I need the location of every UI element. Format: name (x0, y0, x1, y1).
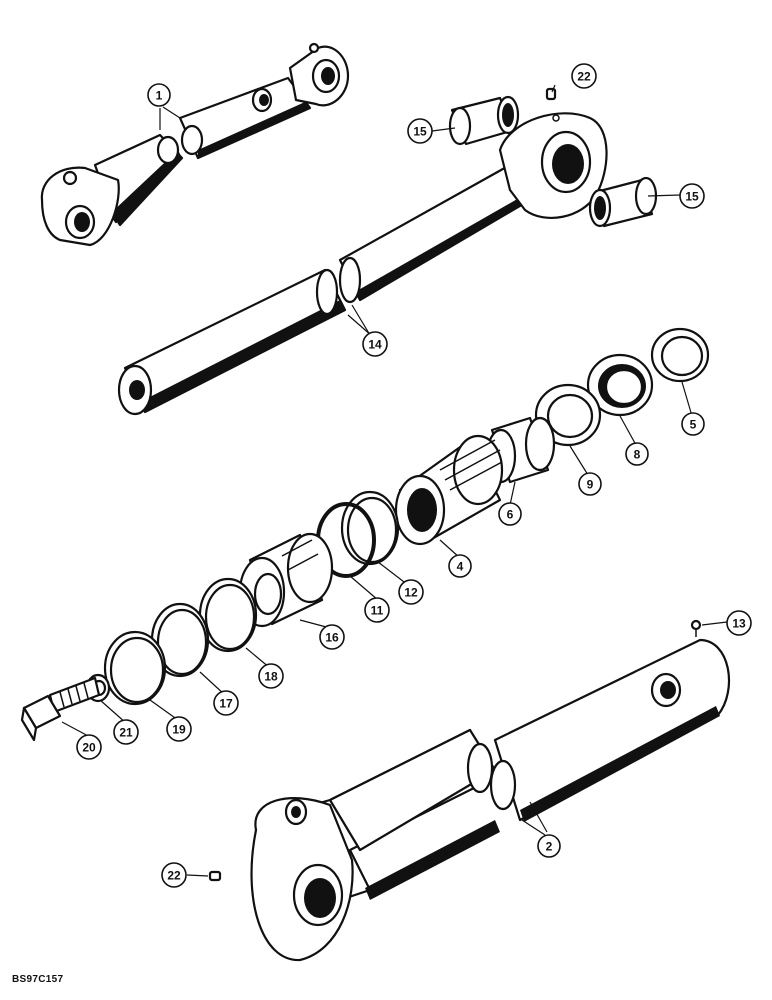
callout-label: 15 (685, 190, 699, 204)
bolt-illustration (20, 676, 101, 742)
callout-16: 16 (319, 624, 345, 650)
callout-label: 18 (264, 670, 278, 684)
callout-label: 1 (156, 89, 163, 103)
callout-label: 13 (732, 617, 746, 631)
grease-fitting-illustration (208, 870, 222, 882)
wiper-seal-illustration (650, 327, 710, 383)
callout-label: 16 (325, 631, 339, 645)
callout-label: 8 (634, 448, 641, 462)
piston-seal-illustration (150, 602, 210, 678)
callout-21: 21 (113, 719, 139, 745)
buffer-seal-illustration (534, 383, 602, 447)
callout-label: 5 (690, 418, 697, 432)
piston-rod-illustration (117, 112, 608, 416)
wear-ring-illustration (103, 630, 167, 706)
callout-5: 5 (681, 412, 705, 436)
callout-1: 1 (147, 83, 171, 107)
callout-label: 15 (413, 125, 427, 139)
callout-label: 6 (507, 508, 514, 522)
cylinder-barrel-illustration (250, 638, 731, 962)
piston-illustration (238, 532, 334, 628)
callout-22-upper: 22 (571, 63, 597, 89)
cylinder-assembly-illustration (40, 42, 350, 247)
callout-label: 11 (371, 604, 384, 618)
grease-fitting-illustration (545, 87, 557, 101)
callout-14: 14 (362, 331, 388, 357)
callout-19: 19 (166, 716, 192, 742)
callout-label: 20 (82, 741, 96, 755)
callout-15-lower: 15 (679, 183, 705, 209)
callout-label: 2 (546, 840, 553, 854)
wear-ring-illustration (198, 577, 258, 653)
backup-ring-illustration (340, 490, 400, 566)
callout-22-lower: 22 (161, 862, 187, 888)
figure-reference-code: BS97C157 (12, 974, 64, 985)
gland-illustration (394, 434, 504, 546)
callout-18: 18 (258, 663, 284, 689)
callout-8: 8 (625, 442, 649, 466)
callout-label: 17 (219, 697, 233, 711)
callout-12: 12 (398, 579, 424, 605)
rod-seal-illustration (586, 353, 654, 417)
callout-4: 4 (448, 554, 472, 578)
callout-label: 22 (577, 70, 591, 84)
screw-illustration (690, 619, 702, 637)
callout-label: 22 (167, 869, 181, 883)
callout-label: 19 (172, 723, 186, 737)
callout-13: 13 (726, 610, 752, 636)
callout-11: 11 (364, 597, 390, 623)
callout-2: 2 (537, 834, 561, 858)
callout-label: 4 (457, 560, 464, 574)
callout-17: 17 (213, 690, 239, 716)
bushing-illustration (588, 176, 658, 228)
callout-label: 14 (368, 338, 382, 352)
bushing-illustration (448, 95, 520, 146)
callout-15-upper: 15 (407, 118, 433, 144)
callout-20: 20 (76, 734, 102, 760)
callout-label: 9 (587, 478, 594, 492)
callout-6: 6 (498, 502, 522, 526)
callout-9: 9 (578, 472, 602, 496)
callout-label: 12 (404, 586, 418, 600)
callout-label: 21 (119, 726, 133, 740)
